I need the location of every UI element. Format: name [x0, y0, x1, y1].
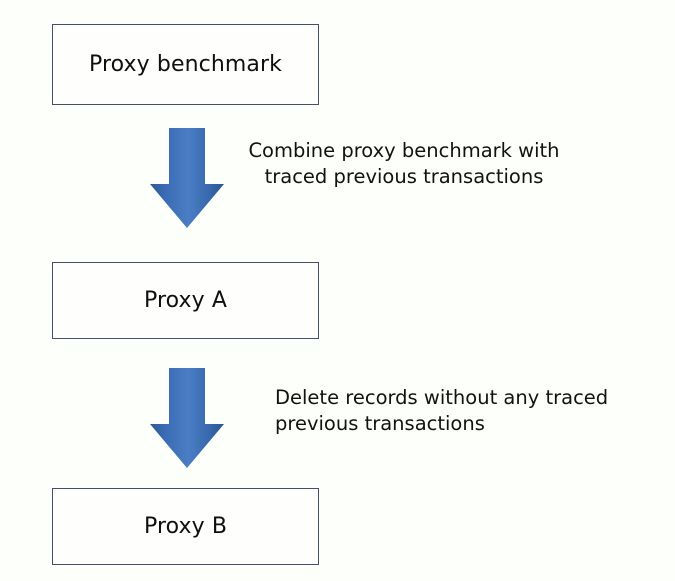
edge-label-combine: Combine proxy benchmark with traced prev…: [248, 139, 560, 188]
node-proxy-a-label: Proxy A: [143, 287, 227, 313]
arrow-down-delete: [150, 368, 224, 468]
node-proxy-a[interactable]: Proxy A: [52, 262, 319, 339]
arrow-down-combine: [150, 128, 224, 228]
edge-label-delete: Delete records without any traced previo…: [275, 386, 609, 435]
node-proxy-b-label: Proxy B: [143, 513, 228, 539]
node-proxy-benchmark[interactable]: Proxy benchmark: [52, 24, 319, 105]
node-proxy-benchmark-label: Proxy benchmark: [89, 51, 282, 77]
node-proxy-b[interactable]: Proxy B: [52, 488, 319, 565]
